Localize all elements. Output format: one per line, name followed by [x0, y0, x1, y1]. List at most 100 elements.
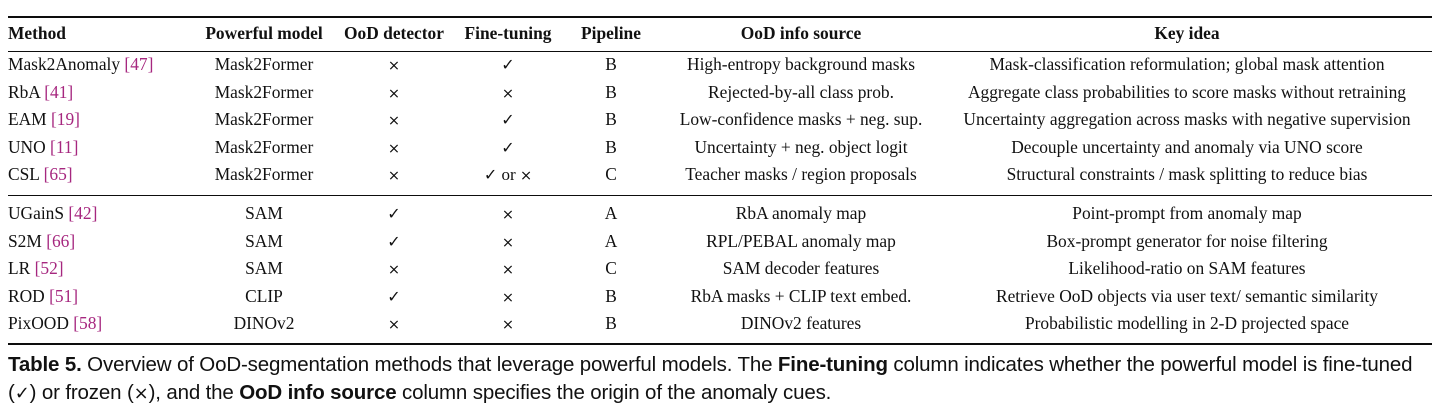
cross-icon: × — [501, 85, 515, 102]
check-icon: ✓ — [501, 137, 515, 157]
method-name: LR — [8, 258, 35, 279]
cell-pipeline: B — [605, 136, 617, 157]
cell-method: ROD [51] — [8, 284, 194, 312]
cell-ood-detector: × — [334, 107, 454, 135]
citation-link[interactable]: [11] — [50, 136, 79, 157]
column-header-ood-info-source: OoD info source — [740, 23, 862, 43]
caption-check-icon: ✓ — [14, 382, 30, 404]
check-icon: ✓ — [501, 110, 515, 130]
method-name: S2M — [8, 230, 47, 251]
cell-ood-info-source: RbA anomaly map — [735, 202, 867, 223]
caption-bold-fine-tuning: Fine-tuning — [777, 352, 888, 376]
cross-icon: × — [387, 262, 401, 279]
column-header-fine-tuning: Fine-tuning — [464, 23, 552, 43]
cell-powerful-model: SAM — [245, 230, 283, 251]
citation-link[interactable]: [65] — [43, 164, 73, 185]
cell-fine-tuning: × — [454, 229, 562, 257]
cell-ood-info-source: Teacher masks / region proposals — [685, 164, 917, 185]
method-name: RbA — [8, 81, 45, 102]
or-label: or — [497, 165, 520, 185]
cell-pipeline: B — [605, 54, 617, 74]
cell-key-idea: Mask-classification reformulation; globa… — [989, 54, 1385, 74]
table-bottom-rule — [8, 342, 1432, 345]
cell-method: UNO [11] — [8, 135, 194, 163]
header-row: Method Powerful model OoD detector Fine-… — [8, 18, 1432, 51]
cell-powerful-model: SAM — [245, 258, 283, 279]
caption-label: Table 5. — [8, 352, 82, 376]
cross-icon: × — [519, 168, 533, 185]
citation-link[interactable]: [58] — [73, 313, 103, 334]
cell-ood-info-source: Low-confidence masks + neg. sup. — [679, 109, 923, 130]
cell-method: UGainS [42] — [8, 201, 194, 229]
cross-icon: × — [387, 317, 401, 334]
cross-icon: × — [387, 140, 401, 157]
citation-link[interactable]: [19] — [51, 109, 80, 130]
cross-icon: × — [501, 234, 515, 251]
table-top-rule — [8, 16, 1432, 18]
citation-link[interactable]: [52] — [34, 258, 64, 279]
check-icon: ✓ — [483, 165, 498, 185]
cell-ood-detector: × — [334, 80, 454, 108]
cross-icon: × — [501, 206, 515, 223]
check-icon: ✓ — [387, 231, 401, 251]
cell-key-idea: Structural constraints / mask splitting … — [1006, 164, 1368, 185]
method-name: ROD — [8, 285, 50, 306]
citation-link[interactable]: [41] — [44, 81, 74, 102]
cross-icon: × — [387, 58, 401, 74]
table-caption: Table 5. Overview of OoD-segmentation me… — [8, 345, 1432, 408]
citation-link[interactable]: [42] — [68, 202, 98, 223]
cell-ood-detector: × — [334, 311, 454, 339]
cell-method: PixOOD [58] — [8, 311, 194, 339]
cell-ood-detector: × — [334, 256, 454, 284]
citation-link[interactable]: [51] — [49, 285, 79, 306]
cell-fine-tuning: ✓ or × — [454, 162, 562, 190]
column-header-model: Powerful model — [205, 23, 323, 43]
column-header-pipeline: Pipeline — [581, 23, 641, 43]
method-name: CSL — [8, 164, 44, 185]
oud-methods-table: Method Powerful model OoD detector Fine-… — [8, 18, 1432, 51]
cell-ood-info-source: Uncertainty + neg. object logit — [694, 136, 908, 157]
cell-pipeline: C — [605, 258, 617, 279]
top-spacer — [8, 0, 1432, 16]
cell-ood-info-source: SAM decoder features — [722, 258, 880, 279]
cell-powerful-model: SAM — [245, 202, 283, 223]
cross-icon: × — [387, 113, 401, 130]
method-name: Mask2Anomaly — [8, 54, 125, 74]
cross-icon: × — [387, 85, 401, 102]
cell-key-idea: Likelihood-ratio on SAM features — [1068, 258, 1306, 279]
column-header-method: Method — [8, 23, 66, 43]
cell-method: EAM [19] — [8, 107, 194, 135]
cell-pipeline: B — [605, 81, 617, 102]
cell-powerful-model: Mask2Former — [214, 81, 314, 102]
citation-link[interactable]: [47] — [124, 54, 154, 74]
cell-pipeline: C — [605, 164, 617, 185]
cell-method: Mask2Anomaly [47] — [8, 52, 194, 80]
cell-ood-detector: × — [334, 52, 454, 80]
cell-powerful-model: Mask2Former — [214, 54, 314, 74]
cell-fine-tuning: × — [454, 284, 562, 312]
cell-ood-info-source: RbA masks + CLIP text embed. — [690, 285, 912, 306]
cross-icon: × — [501, 262, 515, 279]
cell-ood-detector: ✓ — [334, 201, 454, 229]
cell-key-idea: Retrieve OoD objects via user text/ sema… — [995, 285, 1378, 306]
cross-icon: × — [501, 317, 515, 334]
cell-powerful-model: CLIP — [245, 285, 283, 306]
cell-ood-detector: ✓ — [334, 229, 454, 257]
cell-pipeline: A — [604, 202, 618, 223]
method-name: PixOOD — [8, 313, 74, 334]
citation-link[interactable]: [66] — [46, 230, 76, 251]
caption-text-3: ) or frozen ( — [29, 380, 134, 404]
caption-text-4: ), and the — [148, 380, 234, 404]
column-header-ood-detector: OoD detector — [344, 23, 444, 43]
check-icon: ✓ — [387, 203, 401, 223]
